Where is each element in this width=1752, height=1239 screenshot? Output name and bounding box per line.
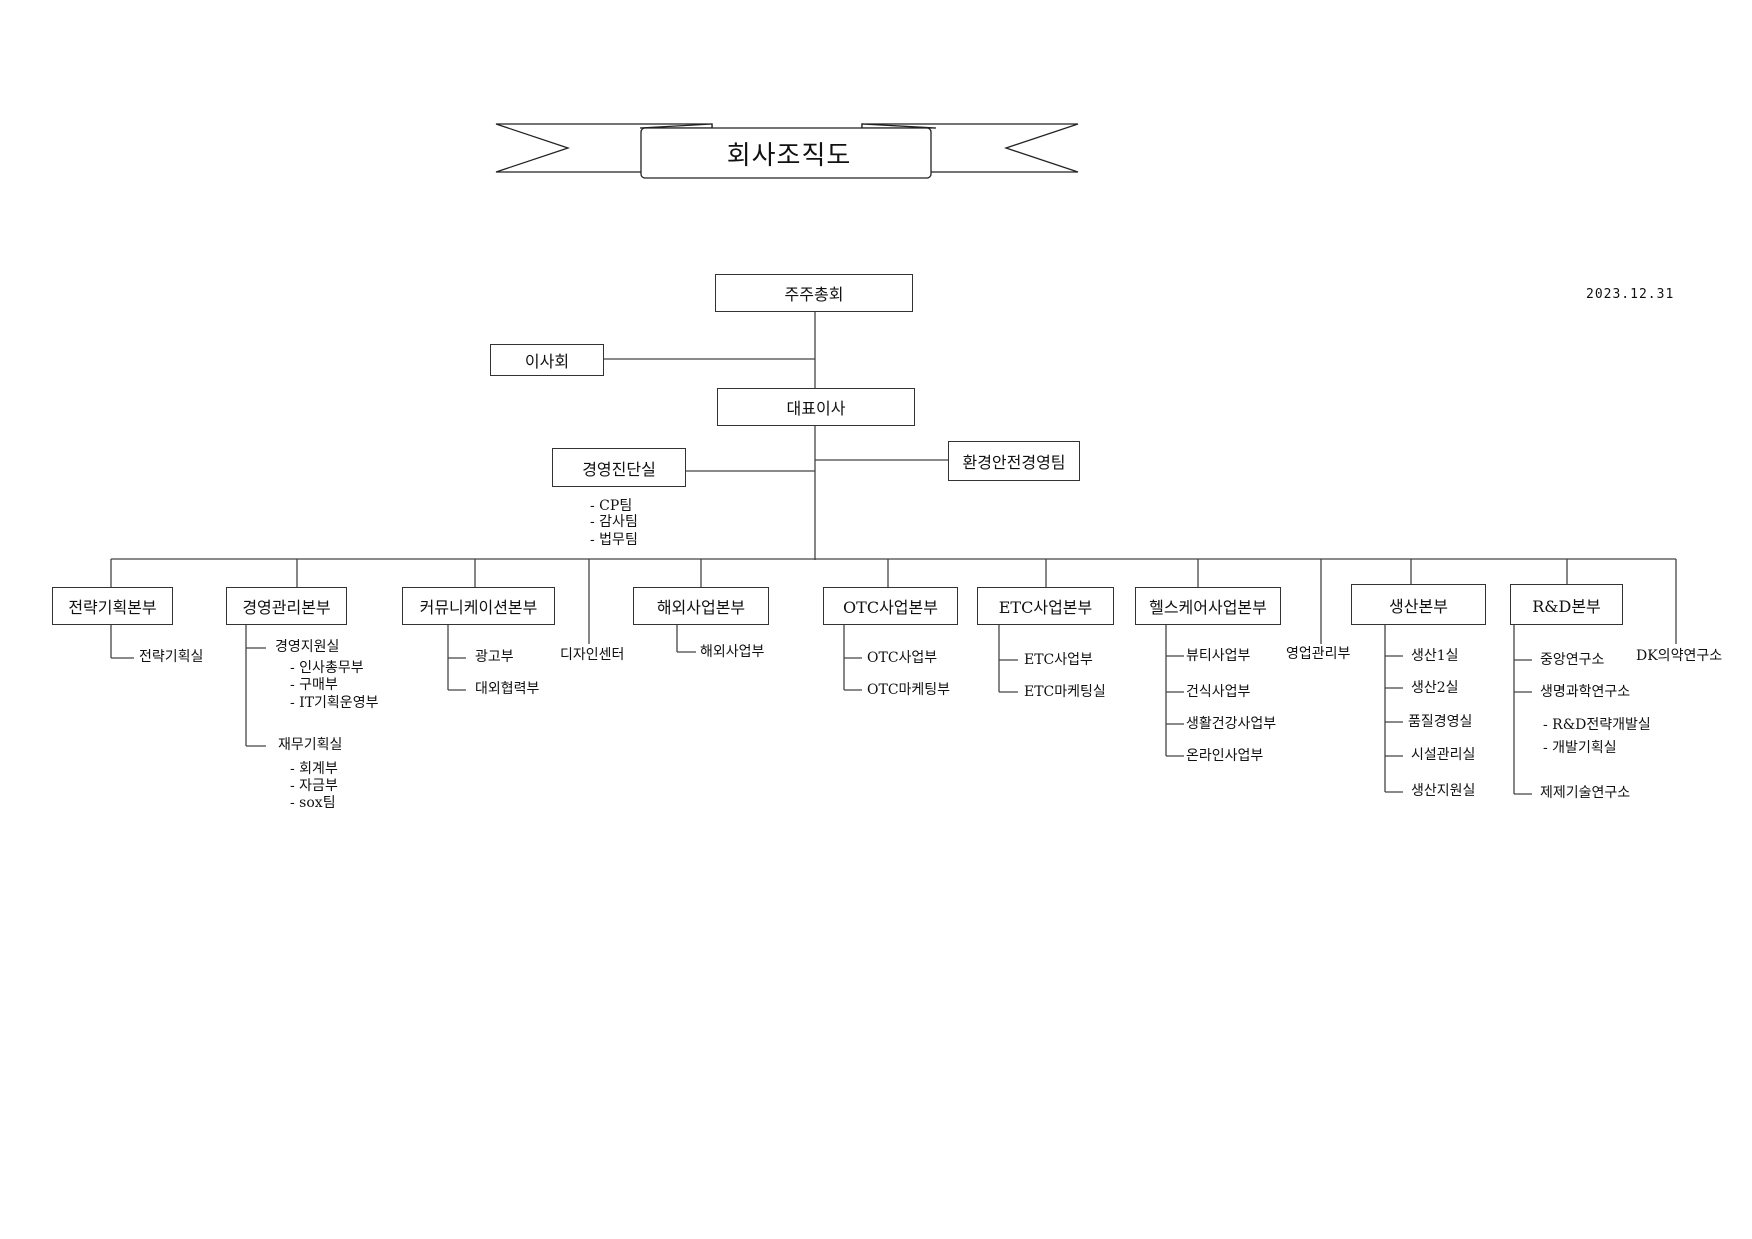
box-communication: 커뮤니케이션본부 — [402, 587, 555, 625]
box-overseas: 해외사업본부 — [633, 587, 769, 625]
management-support-item-2: - 구매부 — [290, 677, 338, 693]
diagnosis-label: 경영진단실 — [582, 459, 656, 479]
chart-title: 회사조직도 — [726, 140, 852, 171]
management-finance: 재무기획실 — [278, 737, 343, 753]
box-production: 생산본부 — [1351, 584, 1486, 625]
otc-label: OTC사업본부 — [843, 598, 938, 617]
diagnosis-team-legal: - 법무팀 — [590, 532, 638, 548]
management-support-item-1: - 인사총무부 — [290, 660, 364, 676]
ceo-label: 대표이사 — [786, 399, 846, 418]
box-strategy: 전략기획본부 — [52, 587, 173, 625]
communication-item-2: 대외협력부 — [475, 681, 540, 697]
strategy-item-1: 전략기획실 — [139, 649, 204, 665]
management-support: 경영지원실 — [275, 639, 340, 655]
box-diagnosis: 경영진단실 — [552, 448, 686, 487]
title-banner — [495, 123, 1079, 179]
management-support-item-3: - IT기획운영부 — [290, 695, 379, 711]
sales-management: 영업관리부 — [1286, 646, 1351, 662]
design-center: 디자인센터 — [560, 647, 625, 663]
healthcare-item-2: 건식사업부 — [1186, 684, 1251, 700]
box-management: 경영관리본부 — [226, 587, 347, 625]
overseas-label: 해외사업본부 — [656, 598, 746, 617]
otc-item-2: OTC마케팅부 — [867, 682, 951, 698]
chart-date: 2023.12.31 — [1586, 287, 1675, 302]
rnd-label: R&D본부 — [1532, 596, 1601, 616]
box-rnd: R&D본부 — [1510, 584, 1623, 625]
communication-label: 커뮤니케이션본부 — [419, 598, 538, 617]
env-team-label: 환경안전경영팀 — [962, 453, 1066, 472]
diagnosis-team-audit: - 감사팀 — [590, 514, 638, 530]
box-ceo: 대표이사 — [717, 388, 915, 426]
production-item-2: 생산2실 — [1411, 680, 1459, 696]
banner-center — [640, 127, 932, 179]
box-otc: OTC사업본부 — [823, 587, 958, 625]
rnd-central: 중앙연구소 — [1540, 652, 1605, 668]
etc-item-1: ETC사업부 — [1024, 652, 1093, 668]
box-env-team: 환경안전경영팀 — [948, 441, 1080, 481]
healthcare-item-1: 뷰티사업부 — [1186, 648, 1251, 664]
box-board: 이사회 — [490, 344, 604, 376]
rnd-bio-item-1: - R&D전략개발실 — [1543, 717, 1651, 733]
management-finance-item-1: - 회계부 — [290, 761, 338, 777]
rnd-bio: 생명과학연구소 — [1540, 684, 1631, 700]
etc-item-2: ETC마케팅실 — [1024, 684, 1106, 700]
production-item-3: 품질경영실 — [1408, 714, 1473, 730]
strategy-label: 전략기획본부 — [68, 598, 157, 617]
production-item-4: 시설관리실 — [1411, 747, 1476, 763]
production-label: 생산본부 — [1389, 596, 1448, 616]
management-finance-item-2: - 자금부 — [290, 778, 338, 794]
management-label: 경영관리본부 — [242, 598, 331, 617]
box-etc: ETC사업본부 — [977, 587, 1114, 625]
rnd-formulation: 제제기술연구소 — [1540, 785, 1631, 801]
dk-research: DK의약연구소 — [1636, 648, 1723, 664]
box-shareholders: 주주총회 — [715, 274, 913, 312]
management-finance-item-3: - sox팀 — [290, 795, 336, 811]
connector-group — [110, 311, 1677, 795]
diagnosis-team-cp: - CP팀 — [590, 498, 633, 514]
board-label: 이사회 — [524, 352, 570, 371]
overseas-item-1: 해외사업부 — [700, 644, 765, 660]
communication-item-1: 광고부 — [475, 649, 514, 665]
shareholders-label: 주주총회 — [784, 285, 844, 304]
otc-item-1: OTC사업부 — [867, 650, 938, 666]
production-item-1: 생산1실 — [1411, 648, 1459, 664]
etc-label: ETC사업본부 — [998, 598, 1093, 617]
healthcare-item-3: 생활건강사업부 — [1186, 716, 1277, 732]
healthcare-item-4: 온라인사업부 — [1186, 748, 1264, 764]
box-healthcare: 헬스케어사업본부 — [1135, 587, 1281, 625]
production-item-5: 생산지원실 — [1411, 783, 1476, 799]
healthcare-label: 헬스케어사업본부 — [1149, 598, 1267, 617]
rnd-bio-item-2: - 개발기획실 — [1543, 740, 1617, 756]
